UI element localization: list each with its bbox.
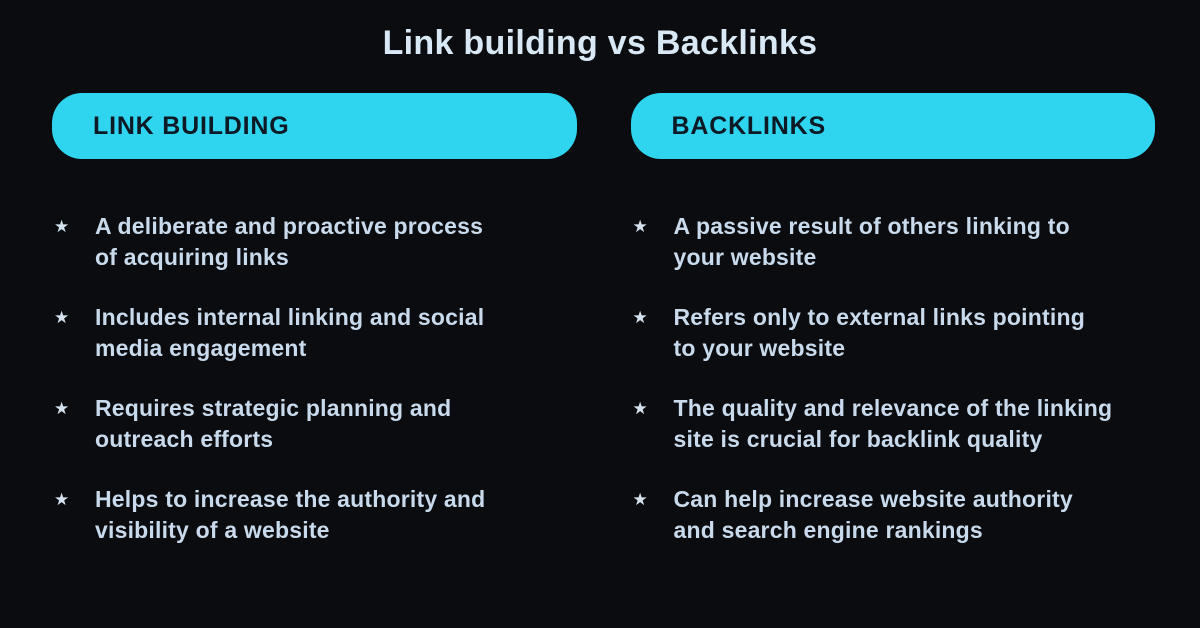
list-item: ★ A passive result of others linking to … bbox=[631, 211, 1156, 273]
list-item: ★ The quality and relevance of the linki… bbox=[631, 393, 1156, 455]
list-item: ★ Refers only to external links pointing… bbox=[631, 302, 1156, 364]
column-backlinks: BACKLINKS ★ A passive result of others l… bbox=[630, 93, 1156, 575]
bullet-text: A passive result of others linking to yo… bbox=[673, 213, 1070, 270]
comparison-columns: LINK BUILDING ★ A deliberate and proacti… bbox=[0, 93, 1200, 575]
list-item: ★ A deliberate and proactive process of … bbox=[52, 211, 577, 273]
star-icon: ★ bbox=[632, 399, 648, 418]
star-icon: ★ bbox=[54, 490, 70, 509]
bullet-list-link-building: ★ A deliberate and proactive process of … bbox=[52, 211, 577, 546]
bullet-text: A deliberate and proactive process of ac… bbox=[95, 213, 484, 270]
bullet-text: Refers only to external links pointing t… bbox=[673, 304, 1085, 361]
star-icon: ★ bbox=[54, 399, 70, 418]
bullet-text: Requires strategic planning and outreach… bbox=[95, 395, 452, 452]
bullet-text: Includes internal linking and social med… bbox=[95, 304, 485, 361]
page-title: Link building vs Backlinks bbox=[382, 24, 818, 62]
bullet-text: The quality and relevance of the linking… bbox=[673, 395, 1113, 452]
column-link-building: LINK BUILDING ★ A deliberate and proacti… bbox=[52, 93, 577, 575]
star-icon: ★ bbox=[632, 217, 648, 236]
header-label-backlinks: BACKLINKS bbox=[671, 111, 826, 140]
list-item: ★ Includes internal linking and social m… bbox=[52, 302, 577, 364]
star-icon: ★ bbox=[54, 217, 70, 236]
star-icon: ★ bbox=[54, 308, 70, 327]
bullet-text: Can help increase website authority and … bbox=[673, 486, 1073, 543]
list-item: ★ Can help increase website authority an… bbox=[631, 484, 1156, 546]
star-icon: ★ bbox=[632, 308, 648, 327]
list-item: ★ Helps to increase the authority and vi… bbox=[52, 484, 577, 546]
bullet-list-backlinks: ★ A passive result of others linking to … bbox=[631, 211, 1156, 546]
bullet-text: Helps to increase the authority and visi… bbox=[95, 486, 486, 543]
list-item: ★ Requires strategic planning and outrea… bbox=[52, 393, 577, 455]
star-icon: ★ bbox=[632, 490, 648, 509]
header-pill-link-building: LINK BUILDING bbox=[52, 93, 577, 159]
header-label-link-building: LINK BUILDING bbox=[93, 111, 290, 140]
header-pill-backlinks: BACKLINKS bbox=[630, 93, 1155, 159]
